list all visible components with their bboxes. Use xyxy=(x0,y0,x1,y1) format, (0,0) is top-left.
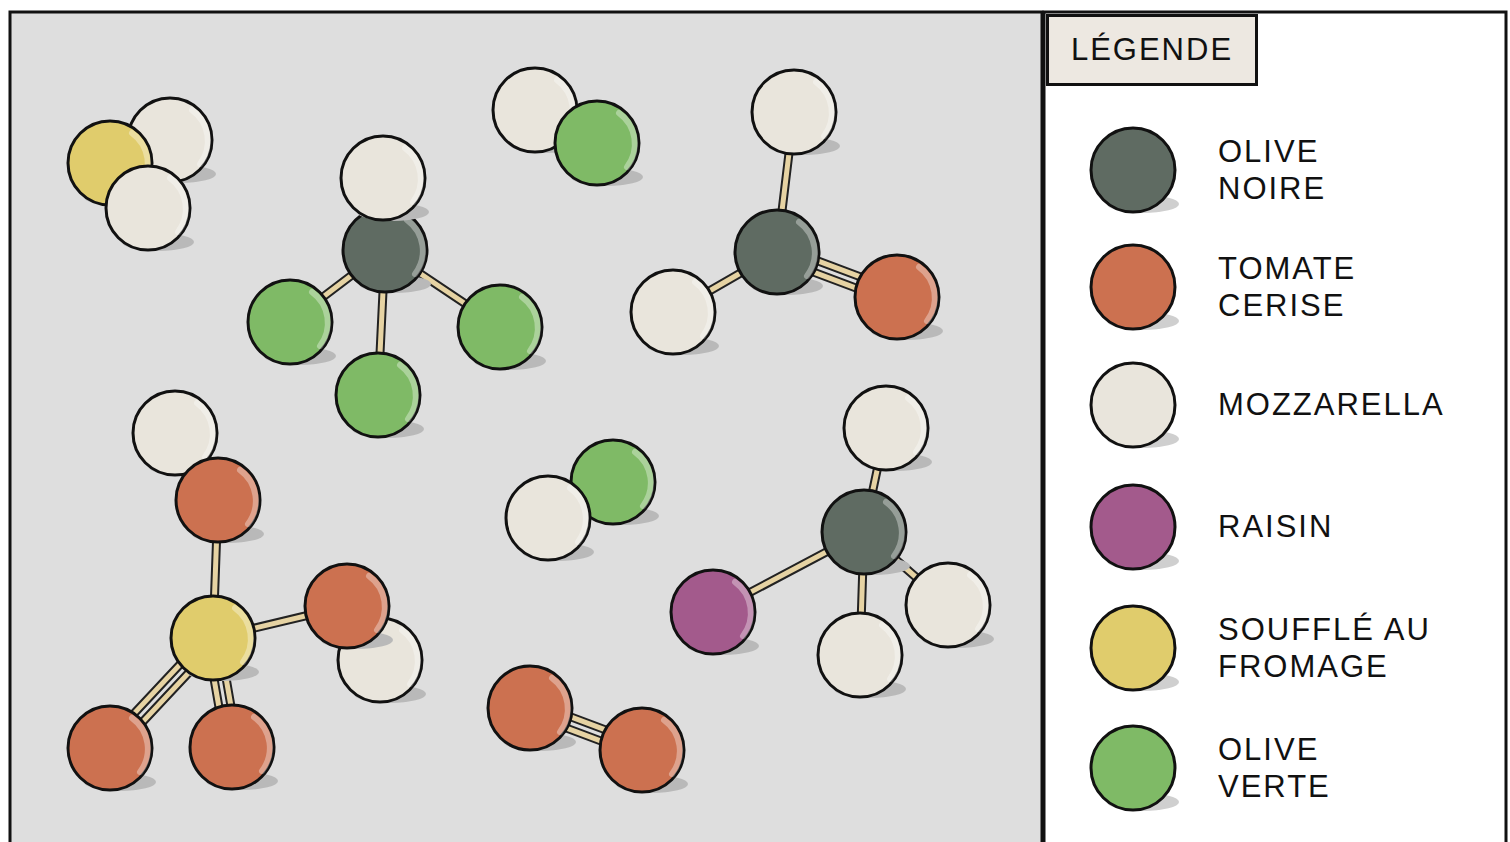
food-ball xyxy=(190,705,274,789)
molecule-panel xyxy=(10,12,1042,842)
legend-text: OLIVE VERTE xyxy=(1218,731,1368,805)
legend-text: SOUFFLÉ AU FROMAGE xyxy=(1218,611,1488,685)
food-ball xyxy=(631,270,715,354)
ball-highlight xyxy=(405,148,421,202)
ball-highlight xyxy=(619,113,635,167)
legend-swatch xyxy=(1091,606,1175,690)
food-ball xyxy=(336,353,420,437)
legend-text: MOZZARELLA xyxy=(1218,386,1500,423)
food-ball xyxy=(176,458,260,542)
food-ball xyxy=(68,706,152,790)
ball-highlight xyxy=(735,582,751,636)
molecule xyxy=(488,666,688,793)
ball-highlight xyxy=(192,110,208,164)
food-ball xyxy=(671,570,755,654)
legend-swatch xyxy=(1091,363,1175,447)
ball-highlight xyxy=(882,625,898,679)
ball-highlight xyxy=(799,222,815,276)
food-ball xyxy=(506,476,590,560)
atoms xyxy=(68,98,216,251)
food-ball xyxy=(818,613,902,697)
food-ball xyxy=(735,210,819,294)
legend-text: TOMATE CERISE xyxy=(1218,250,1408,324)
legend-text: RAISIN xyxy=(1218,508,1458,545)
legend-text: OLIVE NOIRE xyxy=(1218,133,1368,207)
ball-highlight xyxy=(970,575,986,629)
ball-highlight xyxy=(170,178,186,232)
food-ball xyxy=(600,708,684,792)
ball-highlight xyxy=(919,267,935,321)
food-ball xyxy=(906,563,990,647)
food-ball xyxy=(752,70,836,154)
food-ball xyxy=(458,285,542,369)
ball-highlight xyxy=(522,297,538,351)
ball-highlight xyxy=(664,720,680,774)
legend-swatch xyxy=(1091,128,1175,212)
atoms xyxy=(68,391,426,791)
legend-tab: LÉGENDE xyxy=(1046,14,1258,86)
food-ball xyxy=(341,136,425,220)
legend-panel xyxy=(1044,12,1506,842)
ball-highlight xyxy=(816,82,832,136)
ball-highlight xyxy=(197,403,213,457)
ball-highlight xyxy=(132,718,148,772)
ball-highlight xyxy=(240,470,256,524)
legend-heading: LÉGENDE xyxy=(1071,31,1233,68)
ball-highlight xyxy=(552,678,568,732)
atoms xyxy=(493,68,643,186)
ball-highlight xyxy=(407,220,423,274)
food-ball xyxy=(488,666,572,750)
ball-highlight xyxy=(570,488,586,542)
atoms xyxy=(631,70,943,355)
molecule xyxy=(671,386,994,698)
food-ball xyxy=(855,255,939,339)
molecule xyxy=(68,98,216,251)
ball-highlight xyxy=(635,452,651,506)
molecule xyxy=(493,68,643,186)
food-ball xyxy=(555,101,639,185)
ball-highlight xyxy=(235,608,251,662)
ball-highlight xyxy=(254,717,270,771)
food-ball xyxy=(248,280,332,364)
ball-highlight xyxy=(886,502,902,556)
legend-swatch xyxy=(1091,245,1175,329)
ball-highlight xyxy=(312,292,328,346)
food-ball xyxy=(844,386,928,470)
atoms xyxy=(671,386,994,698)
molecule xyxy=(68,391,426,791)
ball-highlight xyxy=(908,398,924,452)
legend-swatch xyxy=(1091,726,1175,810)
atoms xyxy=(506,440,659,561)
ball-highlight xyxy=(402,630,418,684)
food-ball xyxy=(822,490,906,574)
food-ball xyxy=(305,564,389,648)
molecule xyxy=(248,136,546,438)
molecule xyxy=(631,70,943,355)
ball-highlight xyxy=(400,365,416,419)
molecule xyxy=(506,440,659,561)
food-ball xyxy=(171,596,255,680)
atoms xyxy=(488,666,688,793)
ball-highlight xyxy=(695,282,711,336)
ball-highlight xyxy=(369,576,385,630)
atoms xyxy=(248,136,546,438)
food-ball xyxy=(106,166,190,250)
legend-swatch xyxy=(1091,485,1175,569)
